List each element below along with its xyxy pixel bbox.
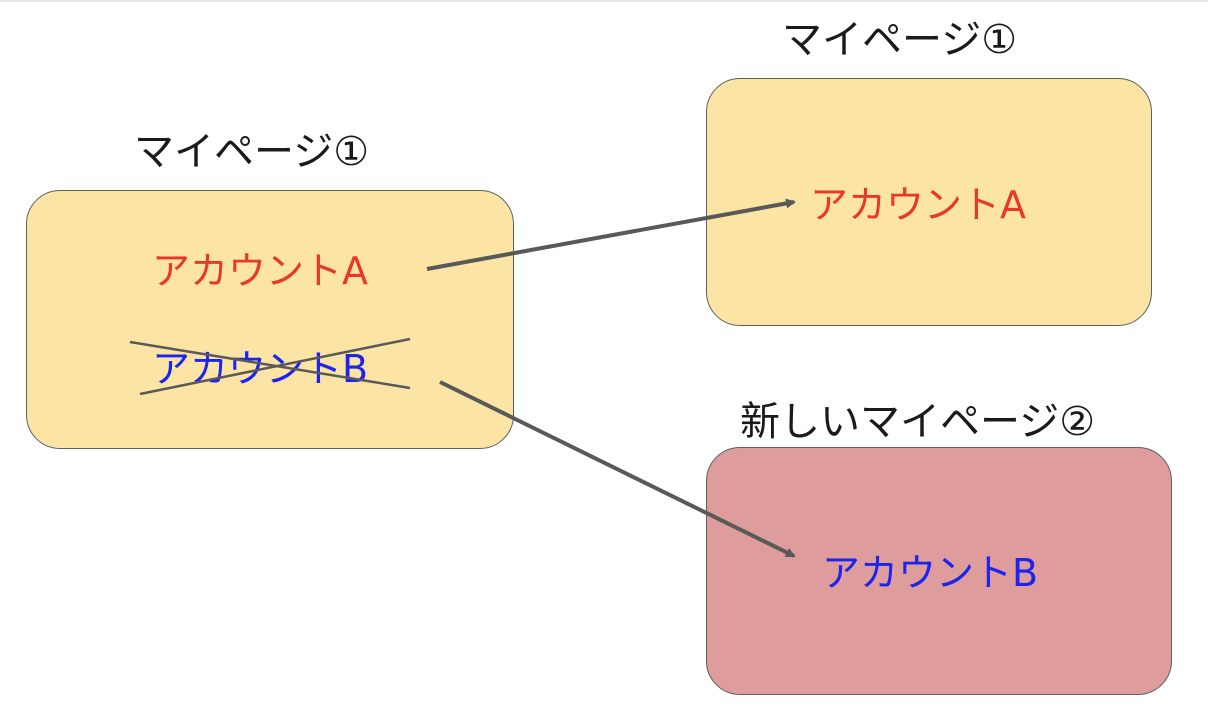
arrow-account-b-to-new-mypage-2 bbox=[439, 380, 796, 558]
left-account-a-label: アカウントA bbox=[152, 249, 368, 293]
right-bottom-account-b-label: アカウントB bbox=[822, 551, 1039, 595]
strike-through-line bbox=[129, 340, 411, 390]
right-top-page-title: マイページ① bbox=[782, 17, 1018, 63]
strike-through-line bbox=[139, 337, 411, 396]
right-top-page-box bbox=[706, 78, 1152, 326]
left-page-title: マイページ① bbox=[134, 129, 370, 175]
left-page-box bbox=[26, 190, 514, 449]
right-top-account-a-label: アカウントA bbox=[810, 183, 1026, 227]
right-bottom-page-box bbox=[706, 447, 1172, 695]
top-border bbox=[0, 0, 1208, 2]
right-bottom-page-title: 新しいマイページ② bbox=[740, 399, 1096, 445]
arrow-account-a-to-mypage-1 bbox=[426, 198, 796, 271]
